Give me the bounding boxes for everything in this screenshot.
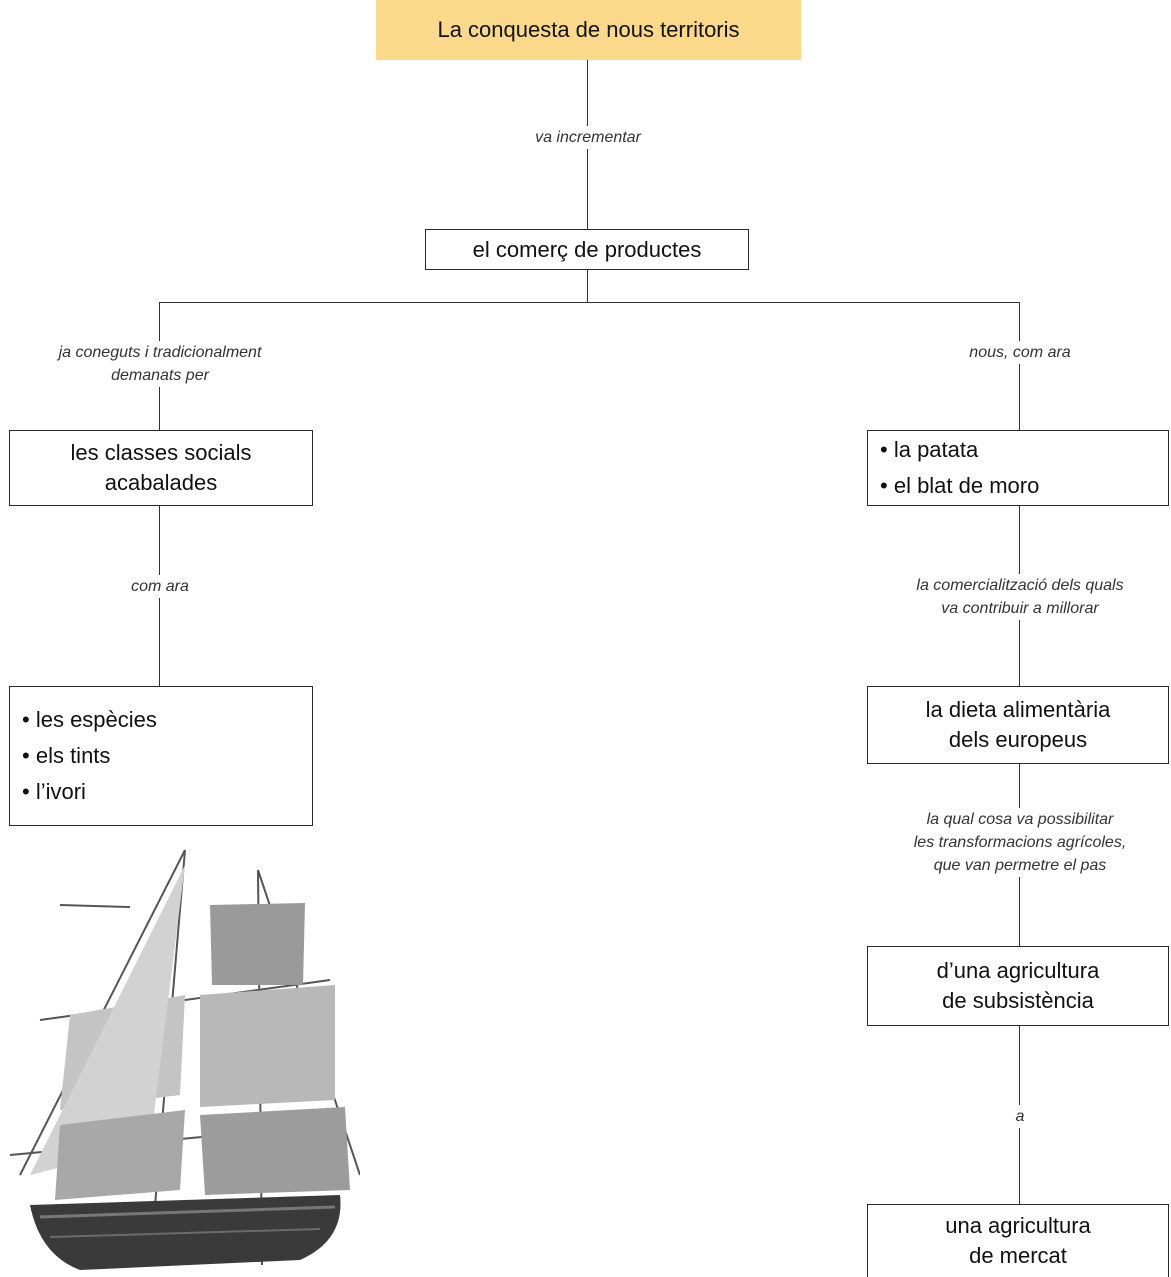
node-line: dels europeus [948,727,1088,752]
list-item: els tints [22,738,111,774]
edge-label-com-ara: com ara [131,575,189,598]
node-line: d’una agricultura [936,958,1100,983]
connector [587,270,588,302]
list-item: les espècies [22,702,157,738]
subsistencia-node: d’una agricultura de subsistència [867,946,1169,1026]
sailing-ship-icon [9,849,360,1270]
edge-label-comercialitzacio: la comercialització dels quals va contri… [916,574,1124,620]
node-line: la dieta alimentària [925,697,1111,722]
node-line: de subsistència [942,988,1094,1013]
edge-label-line: ja coneguts i tradicionalment [58,344,262,361]
left-items-node: les espècies els tints l’ivori [9,686,313,826]
edge-label-line: demanats per [111,367,209,384]
title-text: La conquesta de nous territoris [437,17,740,42]
edge-label-qual-cosa: la qual cosa va possibilitar les transfo… [913,808,1127,877]
edge-label-line: va contribuir a millorar [941,600,1099,617]
edge-label-line: la comercialització dels quals [916,577,1124,594]
edge-label-line: les transformacions agrícoles, [913,834,1127,851]
dieta-node: la dieta alimentària dels europeus [867,686,1169,764]
node-line: una agricultura [945,1213,1091,1238]
node-line: acabalades [104,470,218,495]
list-item: l’ivori [22,774,86,810]
title-node: La conquesta de nous territoris [376,0,801,60]
right-items-node: la patata el blat de moro [867,430,1169,506]
edge-label-line: la qual cosa va possibilitar [926,811,1114,828]
list-item: la patata [880,432,978,468]
connector [159,302,1020,303]
node-line: les classes socials [70,440,252,465]
comerc-text: el comerç de productes [472,236,702,262]
mercat-node: una agricultura de mercat [867,1204,1169,1277]
edge-label-coneguts: ja coneguts i tradicionalment demanats p… [58,341,262,387]
edge-label-a: a [1015,1105,1025,1128]
edge-label-incrementar: va incrementar [535,126,641,149]
classes-node: les classes socials acabalades [9,430,313,506]
comerc-node: el comerç de productes [425,229,749,270]
edge-label-line: que van permetre el pas [933,857,1107,874]
node-line: de mercat [969,1243,1067,1268]
edge-label-nous: nous, com ara [969,341,1071,364]
list-item: el blat de moro [880,468,1040,504]
connector [1019,302,1020,430]
